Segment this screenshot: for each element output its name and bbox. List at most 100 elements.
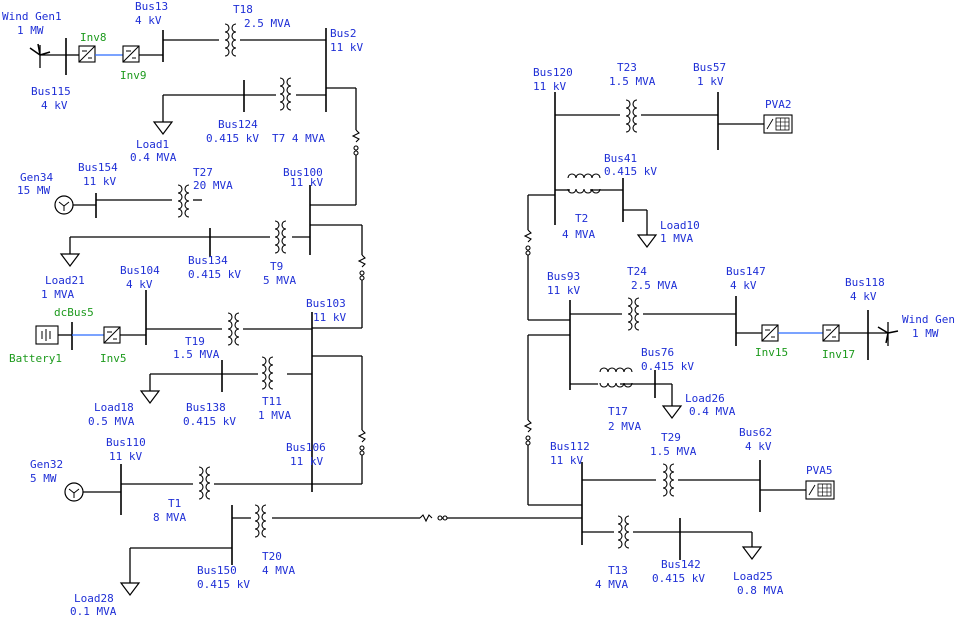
bus112-label: Bus112 xyxy=(550,440,590,453)
pva5-icon[interactable] xyxy=(805,480,835,500)
gen34-rating: 15 MW xyxy=(17,184,50,197)
t20-label: T20 xyxy=(262,550,282,563)
t11-label: T11 xyxy=(262,395,282,408)
inv15-icon[interactable] xyxy=(761,324,779,342)
t13-rating: 4 MVA xyxy=(595,578,628,591)
tie-cable[interactable] xyxy=(419,514,433,523)
load26-rating: 0.4 MVA xyxy=(689,405,736,418)
inv8-label: Inv8 xyxy=(80,31,107,44)
bus62-kv: 4 kV xyxy=(745,440,772,453)
bus118-label: Bus118 xyxy=(845,276,885,289)
t27-transformer[interactable] xyxy=(177,184,190,218)
load26-icon[interactable] xyxy=(662,405,682,419)
t1-rating: 8 MVA xyxy=(153,511,186,524)
t13-label: T13 xyxy=(608,564,628,577)
t18-transformer[interactable] xyxy=(224,23,237,57)
t19-rating: 1.5 MVA xyxy=(173,348,220,361)
load18-rating: 0.5 MVA xyxy=(88,415,135,428)
bus2-label: Bus2 xyxy=(330,27,357,40)
bus41-label: Bus41 xyxy=(604,152,637,165)
wind-gen-label: Wind Gen xyxy=(902,313,955,326)
battery1-label: Battery1 xyxy=(9,352,62,365)
bus120-kv: 11 kV xyxy=(533,80,566,93)
inv8-icon[interactable] xyxy=(78,45,96,63)
load25-rating: 0.8 MVA xyxy=(737,584,784,597)
t29-label: T29 xyxy=(661,431,681,444)
t18-label: T18 xyxy=(233,3,253,16)
cable-bus103-bus106[interactable] xyxy=(358,429,366,456)
load18-label: Load18 xyxy=(94,401,134,414)
load10-rating: 1 MVA xyxy=(660,232,693,245)
t9-rating: 5 MVA xyxy=(263,274,296,287)
bus147-label: Bus147 xyxy=(726,265,766,278)
load1-icon[interactable] xyxy=(153,121,173,135)
gen34-icon[interactable] xyxy=(54,195,74,215)
bus154-kv: 11 kV xyxy=(83,175,116,188)
t9-transformer[interactable] xyxy=(274,220,287,254)
wind-gen-rating: 1 MW xyxy=(912,327,939,340)
t20-transformer[interactable] xyxy=(254,504,267,538)
bus76-label: Bus76 xyxy=(641,346,674,359)
bus138-label: Bus138 xyxy=(186,401,226,414)
cable-bus120-bus93[interactable] xyxy=(524,229,532,256)
inv5-icon[interactable] xyxy=(103,326,121,344)
bus100-kv: 11 kV xyxy=(290,176,323,189)
bus142-kv: 0.415 kV xyxy=(652,572,705,585)
gen32-icon[interactable] xyxy=(64,482,84,502)
t18-rating: 2.5 MVA xyxy=(244,17,291,30)
bus104-label: Bus104 xyxy=(120,264,160,277)
load10-icon[interactable] xyxy=(637,234,657,248)
load18-icon[interactable] xyxy=(140,390,160,404)
t1-label: T1 xyxy=(168,497,181,510)
bus62-label: Bus62 xyxy=(739,426,772,439)
cable-bus2-bus100[interactable] xyxy=(352,129,360,156)
t2-label: T2 xyxy=(575,212,588,225)
load21-rating: 1 MVA xyxy=(41,288,74,301)
bus147-kv: 4 kV xyxy=(730,279,757,292)
inv15-label: Inv15 xyxy=(755,346,788,359)
t24-rating: 2.5 MVA xyxy=(631,279,678,292)
bus134-kv: 0.415 kV xyxy=(188,268,241,281)
inv5-label: Inv5 xyxy=(100,352,127,365)
inv9-icon[interactable] xyxy=(122,45,140,63)
t13-transformer[interactable] xyxy=(617,515,630,549)
bus150-kv: 0.415 kV xyxy=(197,578,250,591)
bus106-label: Bus106 xyxy=(286,441,326,454)
battery1-icon[interactable] xyxy=(35,325,59,345)
t29-transformer[interactable] xyxy=(662,463,675,497)
bus124-label: Bus124 xyxy=(218,118,258,131)
t20-rating: 4 MVA xyxy=(262,564,295,577)
wind-gen1-icon[interactable] xyxy=(29,43,51,68)
bus115-kv: 4 kV xyxy=(41,99,68,112)
t19-transformer[interactable] xyxy=(227,312,240,346)
cable-bus93-bus112[interactable] xyxy=(524,419,532,446)
t1-transformer[interactable] xyxy=(198,466,211,500)
load1-rating: 0.4 MVA xyxy=(130,151,177,164)
bus106-kv: 11 kV xyxy=(290,455,323,468)
cable-bus100-bus103[interactable] xyxy=(358,254,366,281)
t11-rating: 1 MVA xyxy=(258,409,291,422)
t27-label: T27 xyxy=(193,166,213,179)
t23-transformer[interactable] xyxy=(625,99,638,133)
t24-transformer[interactable] xyxy=(627,297,640,331)
inv17-icon[interactable] xyxy=(822,324,840,342)
bus103-label: Bus103 xyxy=(306,297,346,310)
bus120-label: Bus120 xyxy=(533,66,573,79)
bus57-label: Bus57 xyxy=(693,61,726,74)
t17-label: T17 xyxy=(608,405,628,418)
bus100-label: Bus100 xyxy=(283,166,323,179)
t7-label: T7 4 MVA xyxy=(272,132,325,145)
load21-icon[interactable] xyxy=(60,253,80,267)
load28-icon[interactable] xyxy=(120,582,140,596)
bus142-label: Bus142 xyxy=(661,558,701,571)
wind-gen-icon[interactable] xyxy=(877,322,899,346)
bus2-kv: 11 kV xyxy=(330,41,363,54)
wind-gen1-rating: 1 MW xyxy=(17,24,44,37)
t7-transformer[interactable] xyxy=(279,77,292,111)
t11-transformer[interactable] xyxy=(261,356,274,390)
bus112-kv: 11 kV xyxy=(550,454,583,467)
load25-icon[interactable] xyxy=(742,546,762,560)
pva2-icon[interactable] xyxy=(763,114,793,134)
bus118-kv: 4 kV xyxy=(850,290,877,303)
